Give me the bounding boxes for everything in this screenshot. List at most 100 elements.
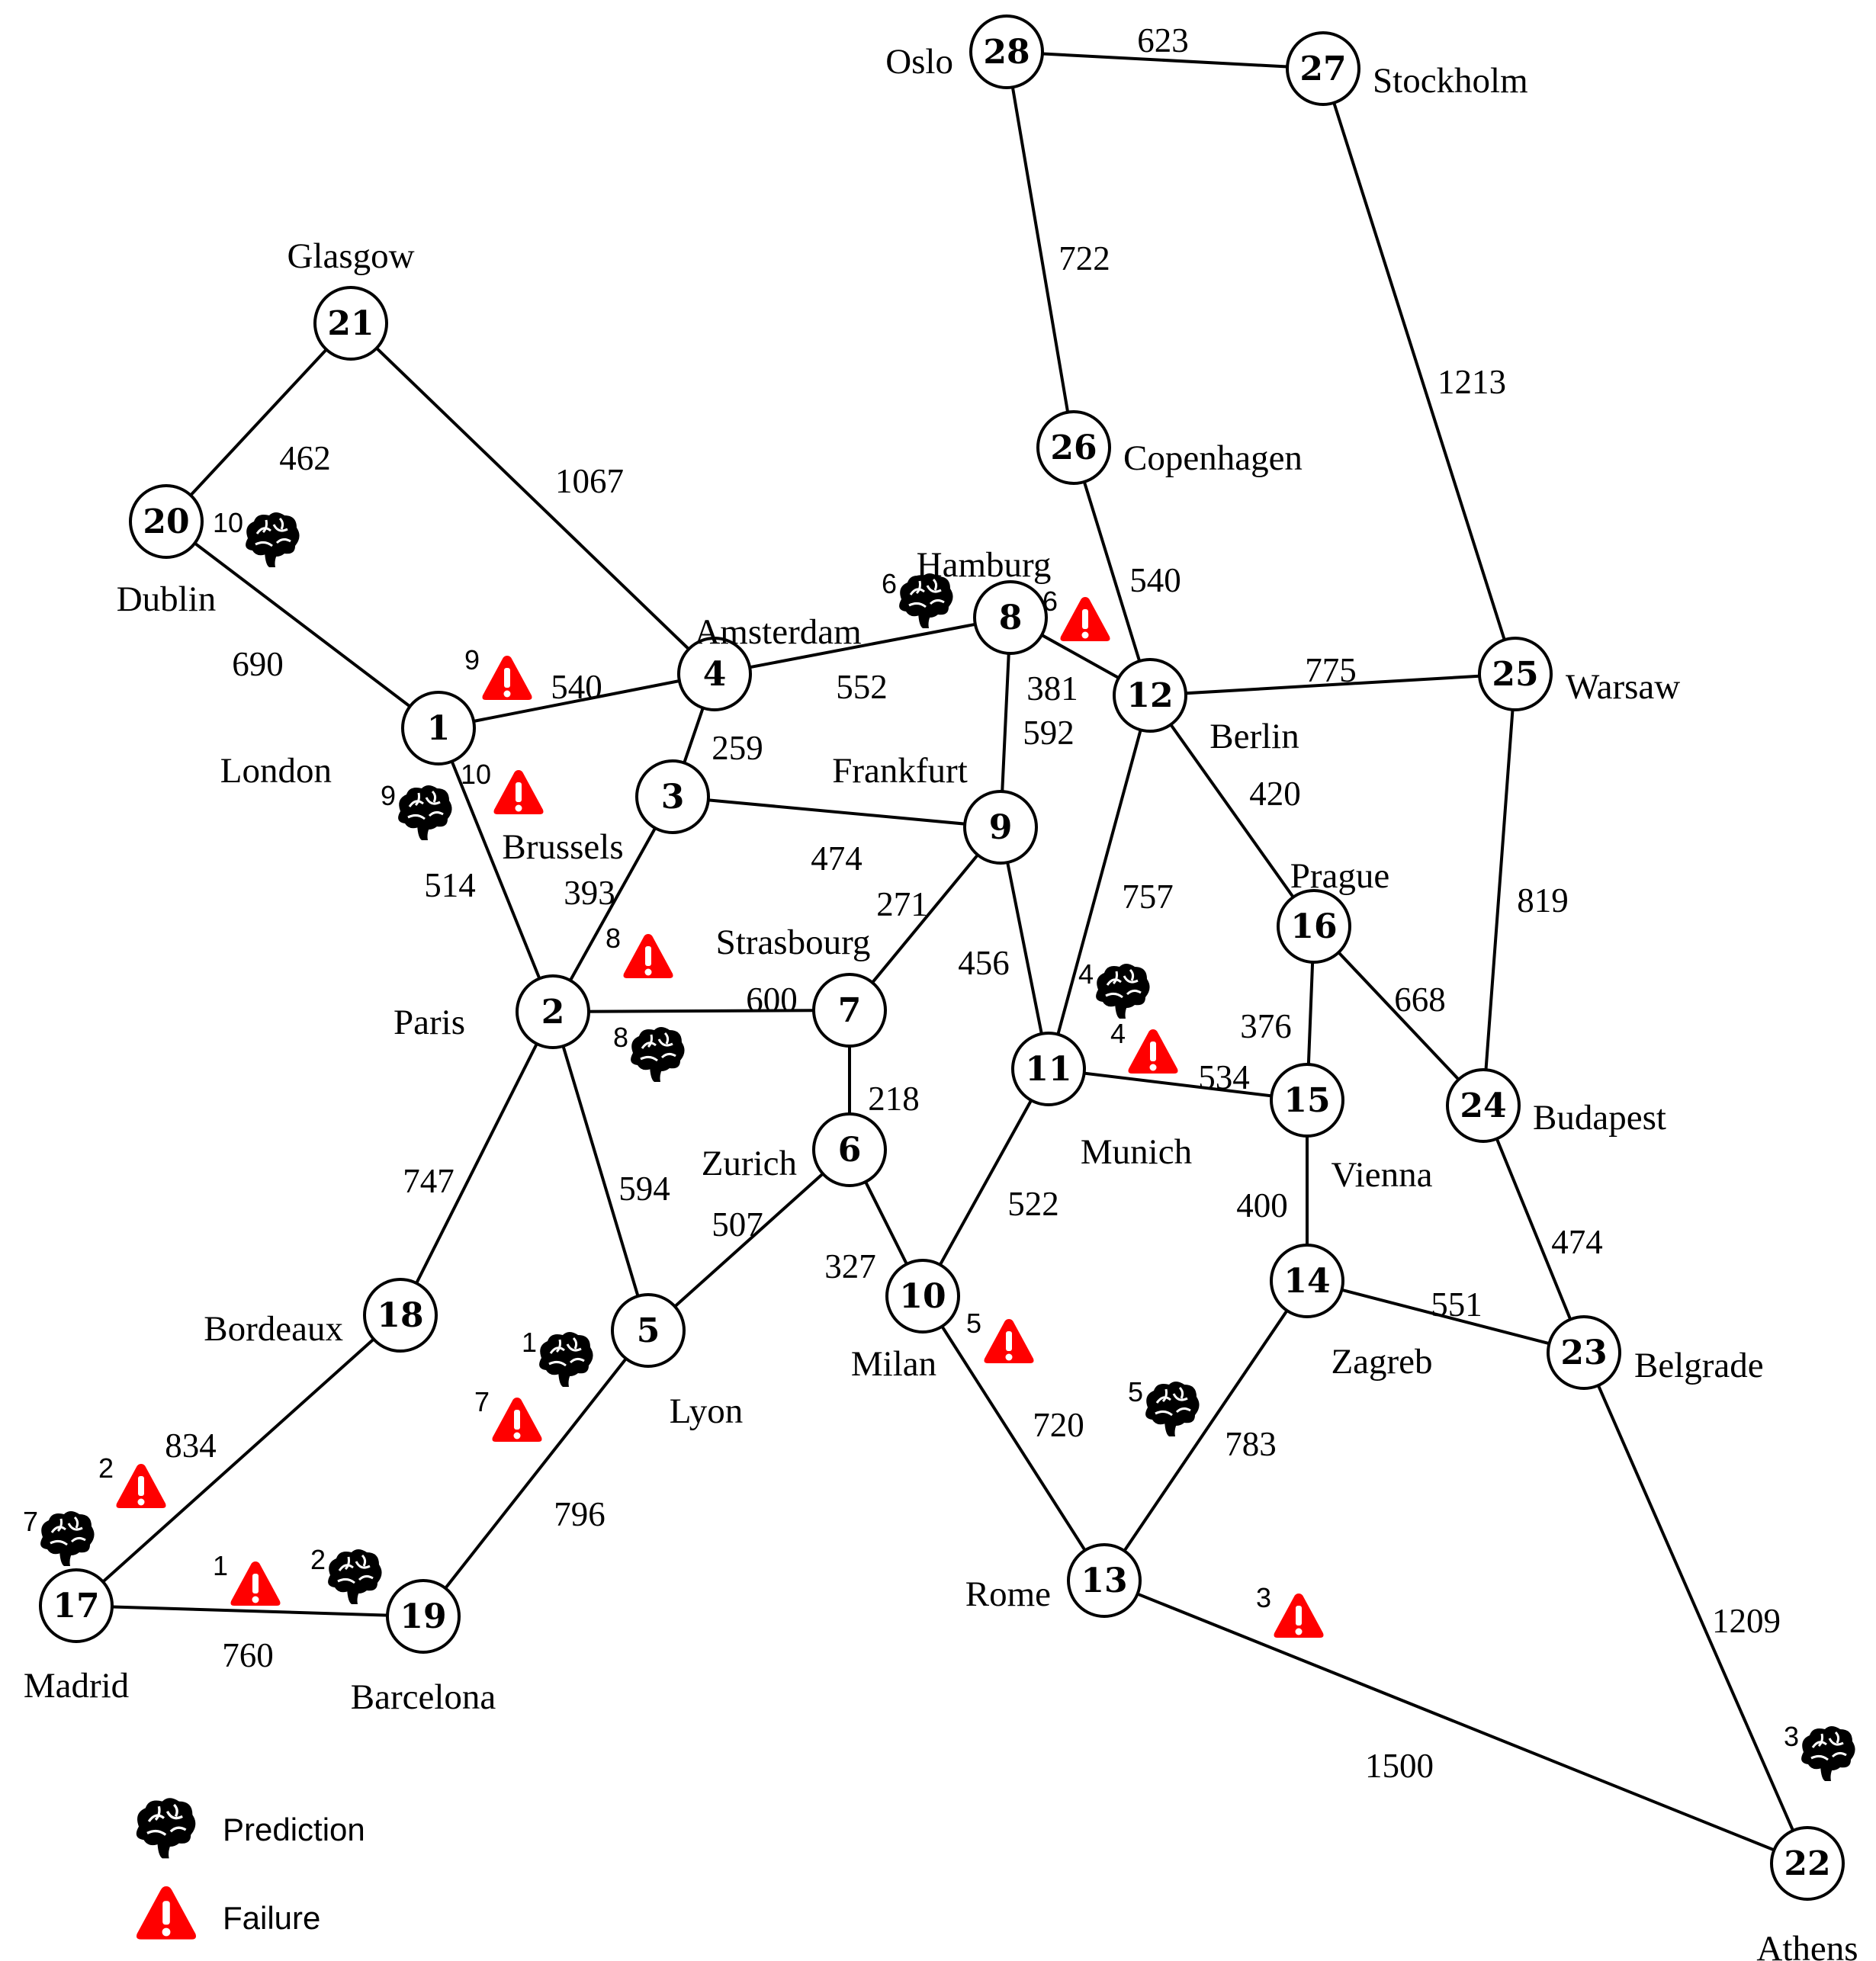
edge-10-13 (921, 1295, 1106, 1582)
node-23: 23 (1547, 1315, 1621, 1390)
marker-count: 3 (1256, 1582, 1271, 1613)
node-22: 22 (1770, 1826, 1845, 1901)
brain-icon (1144, 1380, 1201, 1438)
node-17: 17 (39, 1568, 114, 1643)
edge-weight: 393 (564, 874, 615, 912)
node-circle (1770, 1826, 1845, 1901)
edge-5-19 (422, 1329, 650, 1618)
city-label: Zagreb (1331, 1342, 1432, 1382)
node-5: 5 (611, 1293, 686, 1368)
edge-weight: 796 (554, 1495, 606, 1533)
node-11: 11 (1011, 1032, 1086, 1106)
edge-weight: 783 (1225, 1425, 1277, 1463)
marker-count: 7 (23, 1506, 38, 1537)
city-label: Lyon (670, 1391, 744, 1431)
edge-weight: 668 (1394, 980, 1446, 1019)
city-label: Vienna (1332, 1155, 1433, 1195)
warning-icon (482, 656, 532, 700)
legend-prediction: Prediction (135, 1796, 365, 1860)
edge-weight: 400 (1236, 1186, 1288, 1224)
node-circle (1547, 1315, 1621, 1390)
edge-26-12 (1072, 447, 1152, 696)
marker-count: 3 (1784, 1721, 1799, 1752)
marker-count: 4 (1110, 1018, 1126, 1049)
node-id: 14 (1283, 1262, 1330, 1301)
edge-6-5 (647, 1148, 851, 1332)
node-id: 18 (377, 1296, 423, 1335)
edge-weight: 271 (876, 885, 928, 923)
node-id: 16 (1290, 907, 1337, 946)
edge-17-19 (75, 1604, 424, 1618)
failure-marker: 10 (461, 759, 544, 814)
marker-count: 1 (213, 1550, 228, 1581)
marker-count: 9 (381, 780, 396, 811)
prediction-marker: 8 (613, 1022, 686, 1083)
edge-1-2 (437, 727, 554, 1013)
edge-9-11 (999, 826, 1050, 1070)
node-id: 28 (983, 33, 1030, 72)
node-circle (973, 580, 1048, 655)
node-circle (1277, 889, 1351, 964)
marker-count: 8 (613, 1022, 628, 1053)
node-id: 6 (838, 1131, 862, 1170)
edge-2-5 (551, 1011, 650, 1331)
warning-icon (230, 1561, 281, 1606)
edge-weight: 376 (1240, 1007, 1292, 1045)
node-id: 7 (838, 991, 862, 1030)
node-circle (969, 14, 1044, 89)
edge-weight: 747 (403, 1162, 455, 1200)
city-label: Warsaw (1566, 667, 1680, 707)
edge-weight: 760 (222, 1636, 274, 1674)
node-circle (1270, 1244, 1344, 1318)
city-label: Frankfurt (832, 751, 968, 791)
node-circle (313, 286, 388, 361)
node-circle (129, 484, 204, 559)
brain-icon (135, 1796, 197, 1860)
node-circle (1286, 31, 1360, 106)
node-21: 21 (313, 286, 388, 361)
marker-count: 6 (1042, 586, 1058, 617)
city-label: Bordeaux (204, 1309, 343, 1349)
edge-21-4 (349, 322, 716, 676)
node-circle (1011, 1032, 1086, 1106)
city-label: Strasbourg (716, 923, 871, 962)
marker-count: 5 (1128, 1376, 1143, 1407)
edge-weight: 540 (551, 668, 602, 706)
edge-12-25 (1149, 672, 1516, 697)
warning-icon (1274, 1594, 1324, 1638)
node-id: 8 (999, 599, 1023, 637)
edge-weight: 834 (165, 1427, 217, 1465)
marker-count: 2 (98, 1452, 114, 1484)
node-7: 7 (812, 973, 887, 1048)
node-id: 10 (899, 1277, 946, 1316)
edge-weight: 514 (424, 866, 476, 904)
brain-icon (326, 1548, 384, 1606)
node-25: 25 (1478, 637, 1553, 711)
node-4: 4 (677, 637, 752, 711)
edge-weight: 775 (1305, 651, 1357, 689)
node-6: 6 (812, 1112, 887, 1187)
edge-weight: 720 (1033, 1406, 1084, 1444)
marker-count: 4 (1078, 958, 1094, 990)
edge-12-11 (1047, 695, 1152, 1070)
edge-16-24 (1312, 925, 1485, 1107)
edge-11-15 (1048, 1067, 1308, 1102)
edge-18-17 (75, 1314, 402, 1607)
edge-weight: 757 (1122, 878, 1174, 916)
edge-21-20 (165, 322, 352, 523)
city-label: Amsterdam (694, 612, 861, 652)
edge-3-9 (672, 795, 1001, 829)
warning-icon (984, 1319, 1034, 1363)
edge-weight: 534 (1198, 1058, 1250, 1096)
node-id: 15 (1283, 1081, 1330, 1120)
node-circle (516, 974, 590, 1049)
marker-count: 10 (461, 759, 491, 790)
failure-marker: 1 (213, 1550, 281, 1606)
node-circle (363, 1278, 438, 1353)
edge-weight: 456 (958, 944, 1010, 982)
prediction-marker: 4 (1078, 958, 1152, 1020)
warning-icon (137, 1886, 196, 1940)
failure-marker: 8 (606, 923, 673, 978)
node-1: 1 (401, 691, 476, 765)
